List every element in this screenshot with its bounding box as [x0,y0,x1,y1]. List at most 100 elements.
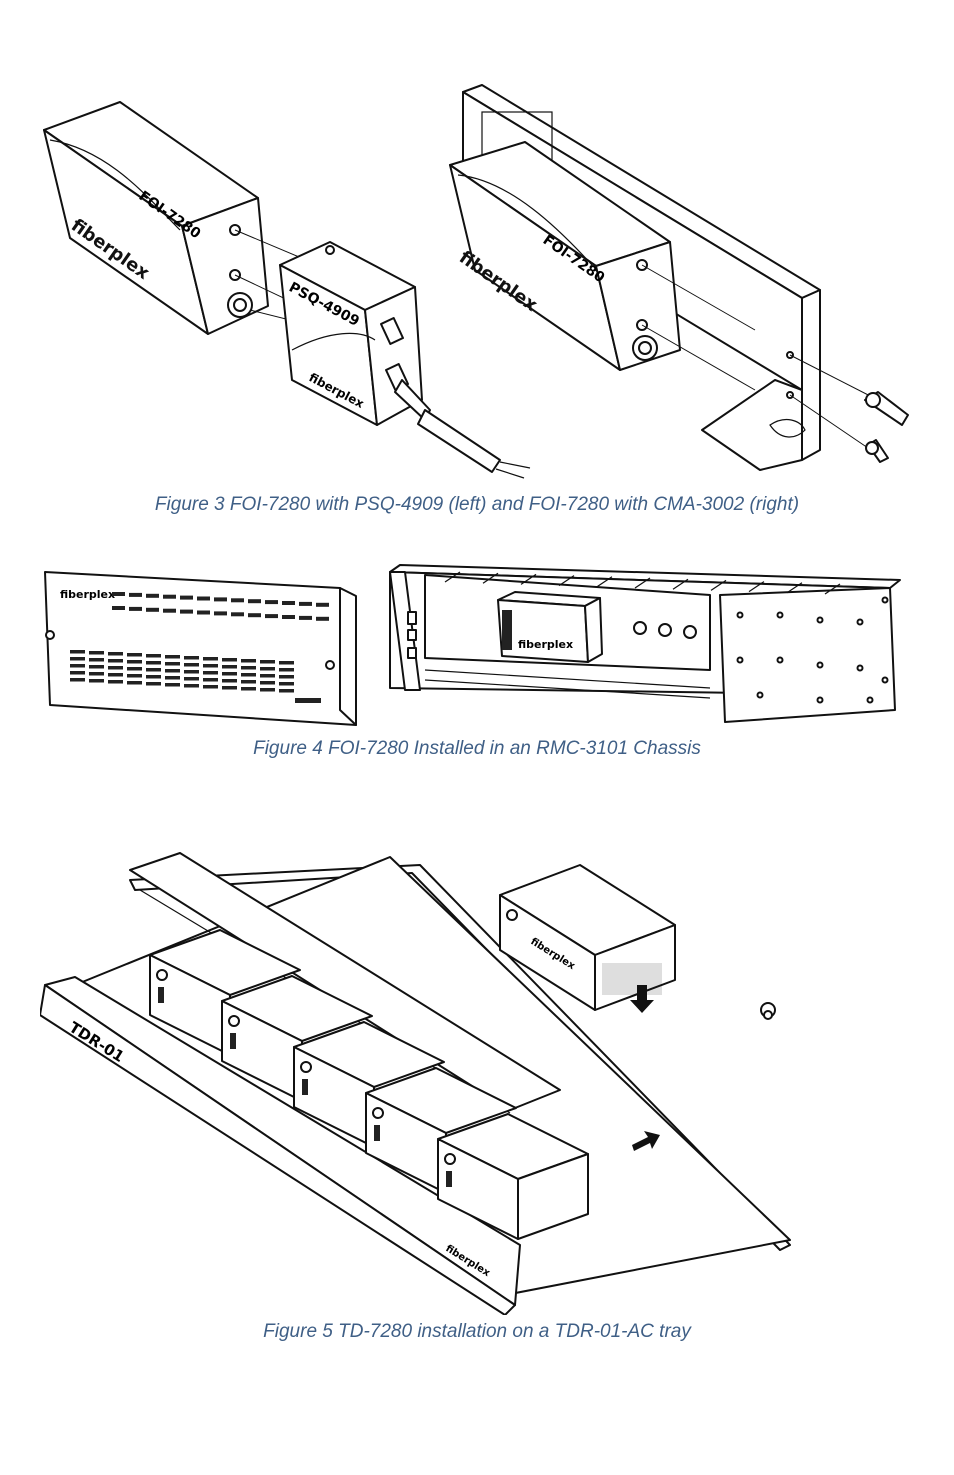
vent-slot [129,592,142,597]
mounting-screws [864,391,909,463]
vent-slot [197,596,210,601]
figure-5-illustration: TDR-01 fiberplex fiberplex [40,852,791,1315]
chassis-hole [736,611,744,619]
chassis-hole [816,661,824,669]
vent-slot [260,688,275,692]
vent-slot [180,595,193,600]
vent-slot [279,675,294,679]
vent-slot [70,657,85,661]
figure-4-caption: Figure 4 FOI-7280 Installed in an RMC-31… [253,738,701,759]
vent-slot [265,600,278,605]
vent-slot [184,677,199,681]
vent-slot [165,669,180,673]
vent-slot [89,651,104,655]
vent-slot [203,671,218,675]
vent-slot [241,666,256,670]
chassis-hole [756,691,764,699]
tdr-01-ac-tray: TDR-01 fiberplex [40,976,521,1315]
vent-slot [231,612,244,617]
chassis-front-cover: fiberplex [44,571,357,726]
td-7280-module-inserting: fiberplex [499,864,676,1011]
chassis-hole [776,656,784,664]
chassis-hole [856,618,864,626]
td-7280-installed-module [149,929,301,1056]
chassis-slot [634,577,651,589]
vent-slot [279,682,294,686]
vent-slot [279,661,294,665]
vent-slot [163,594,176,599]
vent-slot [248,613,261,618]
vent-slot [165,662,180,666]
vent-slot [222,679,237,683]
vent-slot [299,601,312,606]
chassis-slot [748,581,765,593]
vent-slot [165,676,180,680]
chassis-hole [816,616,824,624]
vent-slot [299,615,312,620]
vent-slot [146,675,161,679]
brand-label: fiberplex [518,638,573,651]
vent-slot [222,672,237,676]
chassis-hole [866,696,874,704]
vent-slot [214,597,227,602]
vent-slot [165,655,180,659]
vent-slot [108,680,123,684]
vent-slot [108,659,123,663]
chassis-hole [881,676,889,684]
vent-slot [146,682,161,686]
vent-slot [279,668,294,672]
vent-slot [260,674,275,678]
vent-slot [146,607,159,612]
vent-slot [248,599,261,604]
vent-slot [146,661,161,665]
chassis-hole [816,696,824,704]
figure-5-caption: Figure 5 TD-7280 installation on a TDR-0… [263,1321,691,1342]
vent-slot [279,689,294,693]
chassis-hole [881,596,889,604]
chassis-slot [482,572,499,584]
vent-slot [203,685,218,689]
vent-slot [241,680,256,684]
chassis-slot [520,573,537,585]
vent-slot [127,674,142,678]
figure-4-illustration: fiberplex fiberplex [44,564,901,726]
chassis-hole [776,611,784,619]
vent-slot [70,664,85,668]
chassis-slot [444,571,461,583]
vent-slot [70,678,85,682]
vent-slot [184,656,199,660]
vent-slot [108,666,123,670]
vent-slot [241,659,256,663]
figure-3-illustration: fiberplex FOI-7280 PSQ-4909 fiberplex [43,84,909,479]
vent-slot [129,606,142,611]
vent-slot [146,668,161,672]
vent-slot [265,614,278,619]
td-7280-installed-module [437,1113,589,1240]
vent-slot [89,658,104,662]
vent-slot [112,606,125,610]
chassis-slot [558,575,575,587]
vent-slot [127,660,142,664]
chassis-hole [856,664,864,672]
foi-7280-left-unit: fiberplex FOI-7280 [43,101,269,335]
vent-slot [89,679,104,683]
vent-slot [203,678,218,682]
vent-slot [70,650,85,654]
vent-slot [180,609,193,614]
insert-down-arrow [630,985,654,1013]
vent-slot [316,602,329,607]
td-7280-installed-module [365,1067,517,1194]
vent-slot [282,615,295,619]
vent-slot [203,657,218,661]
vent-slot [231,598,244,603]
vent-slot [146,593,159,598]
chassis-slot [710,579,727,591]
vent-slot [127,653,142,657]
chassis-slot [672,578,689,590]
vent-slot [89,672,104,676]
vent-slot [197,610,210,615]
vent-slot [70,671,85,675]
foi-7280-module: fiberplex [497,591,603,663]
vent-slot [316,616,329,621]
chassis-slot [596,576,613,588]
